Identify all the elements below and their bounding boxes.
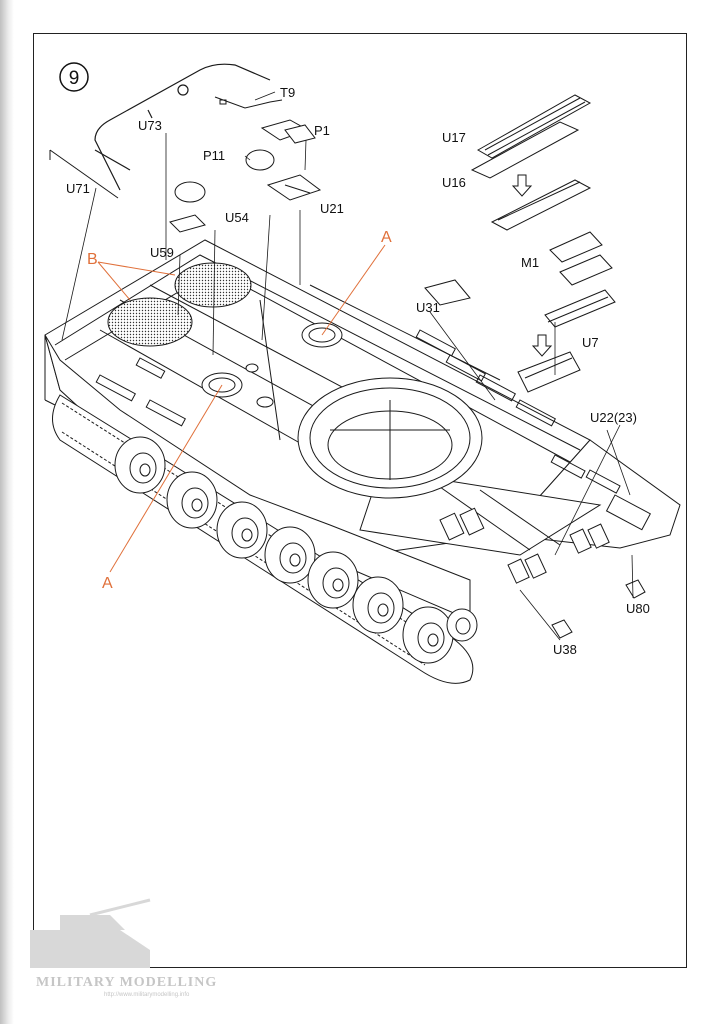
road-wheel <box>216 501 268 559</box>
label-u73: U73 <box>138 118 162 133</box>
page-frame <box>33 33 687 968</box>
callout-a-top: A <box>381 229 392 246</box>
page-edge-shadow <box>0 0 14 1024</box>
watermark-logo <box>30 898 151 968</box>
label-u7: U7 <box>582 335 599 350</box>
step-badge: 9 <box>59 62 89 92</box>
watermark-title: MILITARY MODELLING <box>36 975 218 990</box>
part-p11 <box>174 149 275 203</box>
label-u80: U80 <box>626 601 650 616</box>
road-wheels <box>114 436 478 664</box>
road-wheel <box>114 436 166 494</box>
part-u38 <box>551 619 573 639</box>
road-wheel <box>402 606 454 664</box>
label-p11: P11 <box>203 148 225 163</box>
mesh-hatch-front <box>107 297 193 347</box>
idler-wheel <box>446 608 478 642</box>
label-u59: U59 <box>150 245 174 260</box>
part-m1 <box>549 231 613 286</box>
step-number: 9 <box>69 68 80 89</box>
label-m1: M1 <box>521 255 539 270</box>
part-u17 <box>476 94 592 159</box>
road-wheel <box>307 551 359 609</box>
road-wheel <box>264 526 316 584</box>
part-u73-railing <box>94 63 271 191</box>
callout-a-bottom: A <box>102 575 113 592</box>
part-u71-antenna <box>49 149 119 199</box>
part-u7 <box>544 289 616 328</box>
label-u16: U16 <box>442 175 466 190</box>
label-u38: U38 <box>553 642 577 657</box>
watermark-url: http://www.militarymodelling.info <box>104 992 190 998</box>
label-u22: U22(23) <box>590 410 637 425</box>
turret-ring <box>297 377 483 499</box>
label-p1: P1 <box>314 123 330 138</box>
part-u80 <box>625 579 646 599</box>
label-t9: T9 <box>280 85 295 100</box>
arrow-icon <box>511 174 553 357</box>
road-wheel <box>166 471 218 529</box>
callout-lines <box>97 244 386 573</box>
part-u16-assembled <box>490 179 592 231</box>
label-u71: U71 <box>66 181 90 196</box>
callout-b: B <box>87 251 98 268</box>
part-u16 <box>470 121 580 179</box>
part-u31 <box>424 279 471 306</box>
label-u31: U31 <box>416 300 440 315</box>
rear-details <box>439 494 651 584</box>
mesh-hatch-rear <box>174 262 252 308</box>
part-t9 <box>214 96 283 109</box>
label-u21: U21 <box>320 201 344 216</box>
label-u54: U54 <box>225 210 249 225</box>
part-p1 <box>260 119 316 144</box>
part-u21 <box>266 174 322 201</box>
part-u7-assembled <box>517 351 581 393</box>
part-u54 <box>169 214 206 233</box>
road-wheel <box>352 576 404 634</box>
leader-lines <box>61 91 634 641</box>
label-u17: U17 <box>442 130 466 145</box>
